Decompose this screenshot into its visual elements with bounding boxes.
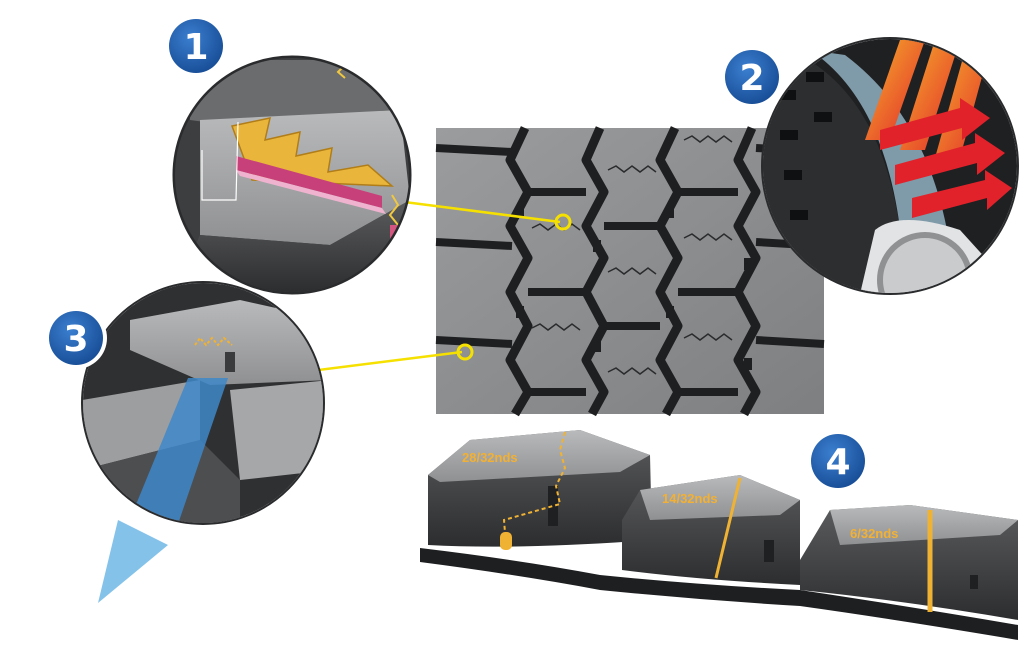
water-channel-icon <box>81 281 325 603</box>
water-flow-arrow <box>98 520 168 603</box>
badge-2-label: 2 <box>739 58 764 99</box>
sipe-detail-icon <box>172 55 412 295</box>
badge-3: 3 <box>45 307 107 369</box>
badge-2: 2 <box>721 46 783 108</box>
badge-3-label: 3 <box>63 319 88 360</box>
tread-wear-icon: 28/32nds 14/32nds 6/32nds <box>420 430 1018 640</box>
badge-4-label: 4 <box>825 442 850 483</box>
badge-4: 4 <box>807 430 869 492</box>
depth-label-6: 6/32nds <box>850 526 898 541</box>
depth-label-28: 28/32nds <box>462 450 518 465</box>
tread-pattern-photo <box>435 126 825 417</box>
badge-1-label: 1 <box>183 27 208 68</box>
depth-label-14: 14/32nds <box>662 491 718 506</box>
heat-arrows-icon <box>761 37 1019 295</box>
badge-1: 1 <box>165 15 227 77</box>
